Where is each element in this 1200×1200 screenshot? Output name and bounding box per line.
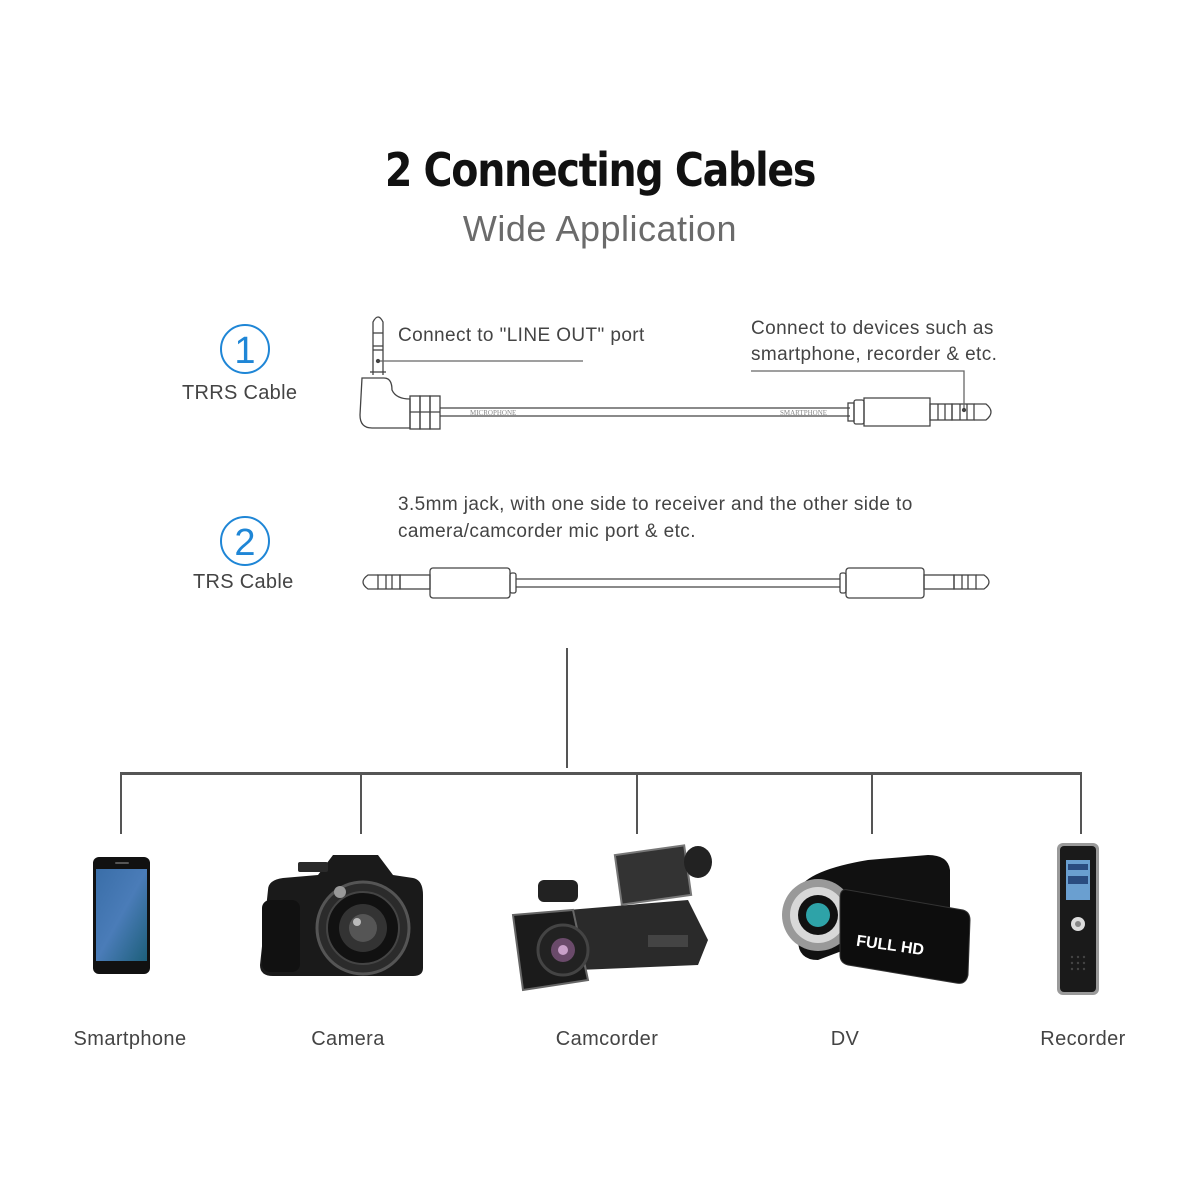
page-subtitle: Wide Application [462,208,738,249]
page-title: 2 Connecting Cables [384,143,817,197]
trrs-right-note-line1: Connect to devices such as [751,318,994,339]
tree-branch-camera [360,772,362,834]
camcorder-icon [511,844,712,992]
dv-camera-icon: FULL HD [782,855,971,984]
tree-bar [120,772,1082,775]
trrs-right-note-line2: smartphone, recorder & etc. [751,344,998,365]
microphone-print: MICROPHONE [470,409,516,417]
trrs-cable-label: TRRS Cable [182,382,298,404]
device-label-dv: DV [830,1028,860,1050]
number-badge-1: 1 [220,324,270,374]
smartphone-print: SMARTPHONE [780,409,827,417]
tree-branch-recorder [1080,772,1082,834]
smartphone-icon [93,857,150,974]
device-label-camera: Camera [311,1028,385,1050]
tree-branch-smartphone [120,772,122,834]
tree-branch-camcorder [636,772,638,834]
device-label-camcorder: Camcorder [555,1028,659,1050]
trs-note-line2: camera/camcorder mic port & etc. [398,521,696,542]
number-badge-2: 2 [220,516,270,566]
trs-note-line1: 3.5mm jack, with one side to receiver an… [398,494,913,515]
dslr-camera-icon [260,855,423,976]
trs-cable-label: TRS Cable [193,571,294,593]
device-label-recorder: Recorder [1040,1028,1126,1050]
device-label-smartphone: Smartphone [73,1028,187,1050]
voice-recorder-icon [1057,843,1099,995]
trrs-left-note: Connect to "LINE OUT" port [398,325,645,346]
tree-branch-dv [871,772,873,834]
tree-stem [566,648,568,768]
trrs-cable-illustration: MICROPHONE SMARTPHONE [359,316,992,430]
trs-cable-illustration [362,567,990,599]
